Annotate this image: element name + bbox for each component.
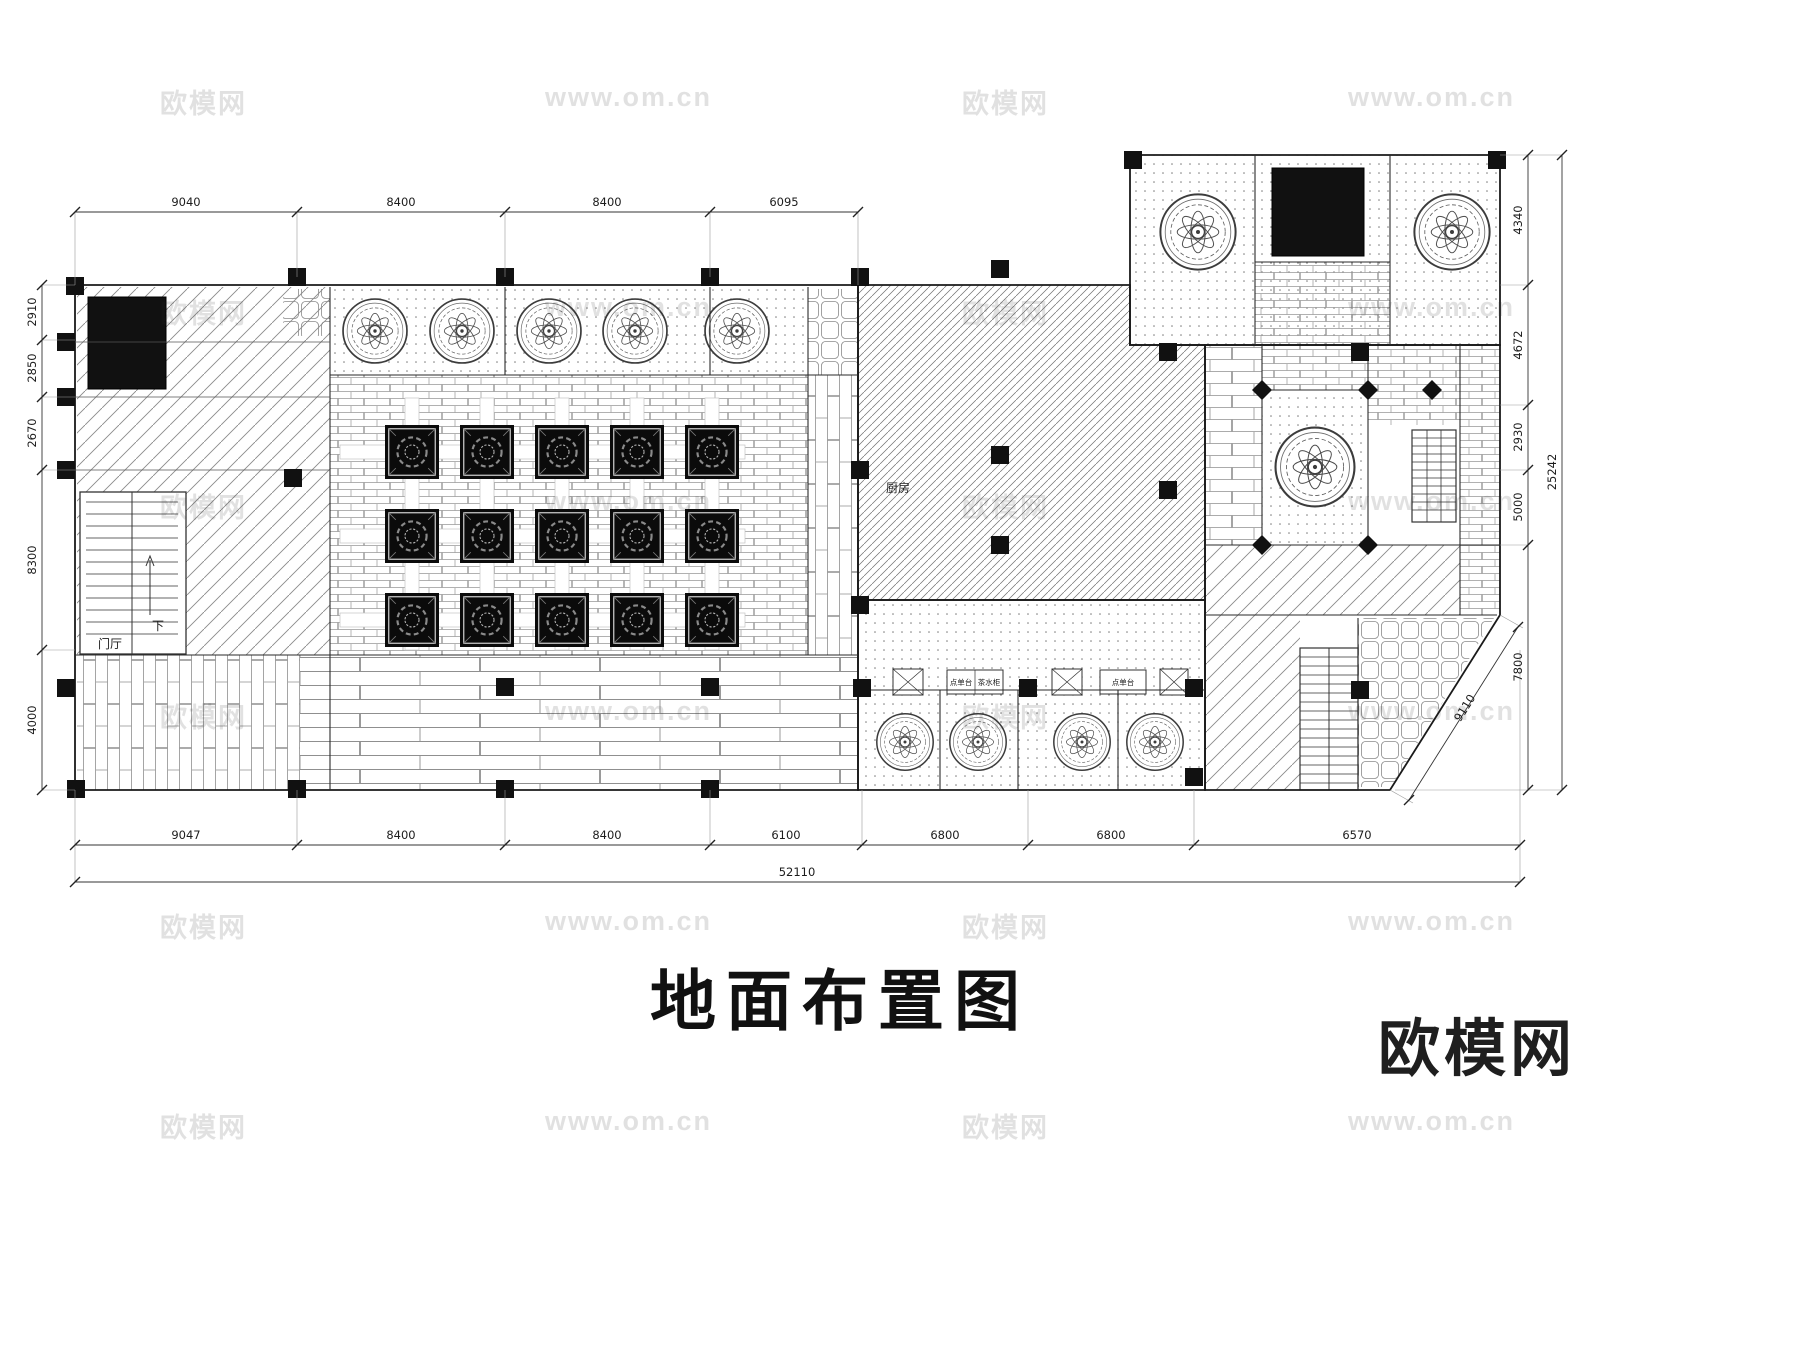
counter-b-label: 点单台 — [1112, 677, 1135, 687]
dim-top-2: 8400 — [386, 195, 415, 209]
dim-bottom-1: 9047 — [171, 828, 200, 842]
tea-cabinet-label: 茶水柜 — [978, 677, 1001, 687]
solid-features — [87, 167, 1365, 390]
dim-bottom-4: 6100 — [771, 828, 800, 842]
dim-left-2: 2850 — [25, 353, 39, 382]
dimension-lines — [41, 155, 1563, 883]
black-floor-inlay-right — [1271, 167, 1365, 257]
dim-top-1: 9040 — [171, 195, 200, 209]
site-logo: 欧模网 — [1378, 1016, 1577, 1084]
dim-left-4: 8300 — [25, 545, 39, 574]
down-label: 下 — [152, 619, 164, 633]
counter-a-label: 点单台 — [950, 677, 973, 687]
dim-bottom-5: 6800 — [930, 828, 959, 842]
dim-right-5: 7800 — [1511, 652, 1525, 681]
drawing-title: 地面布置图 — [650, 966, 1030, 1039]
carpet-medallion-squares — [385, 425, 739, 647]
dim-top-4: 6095 — [769, 195, 798, 209]
elevator-shaft — [1411, 429, 1457, 523]
kitchen-floor — [858, 285, 1205, 600]
dimension-extension-lines — [42, 154, 1562, 882]
dim-bottom-2: 8400 — [386, 828, 415, 842]
dim-right-1: 4340 — [1511, 205, 1525, 234]
dim-right-3: 2930 — [1511, 422, 1525, 451]
foyer-stair — [79, 491, 187, 655]
dim-right-total: 25242 — [1545, 454, 1559, 491]
quilted-floor-area — [1358, 618, 1494, 787]
right-stair — [1299, 647, 1359, 791]
kitchen-label: 厨房 — [886, 480, 910, 495]
room-labels: 厨房 门厅 下 点单台 茶水柜 点单台 — [98, 480, 1134, 687]
dim-bottom-3: 8400 — [592, 828, 621, 842]
foyer-label: 门厅 — [98, 636, 122, 651]
dimension-ticks — [36, 149, 1568, 888]
dim-left-3: 2670 — [25, 418, 39, 447]
dim-left-5: 4000 — [25, 705, 39, 734]
stair-down-arrow — [145, 554, 155, 615]
dim-right-2: 4672 — [1511, 330, 1525, 359]
dim-bottom-7: 6570 — [1342, 828, 1371, 842]
dim-right-4: 5000 — [1511, 492, 1525, 521]
dim-top-3: 8400 — [592, 195, 621, 209]
dim-bottom-total: 52110 — [779, 865, 816, 879]
black-floor-inlay-left — [87, 296, 167, 390]
dim-bottom-6: 6800 — [1096, 828, 1125, 842]
dim-left-1: 2910 — [25, 297, 39, 326]
